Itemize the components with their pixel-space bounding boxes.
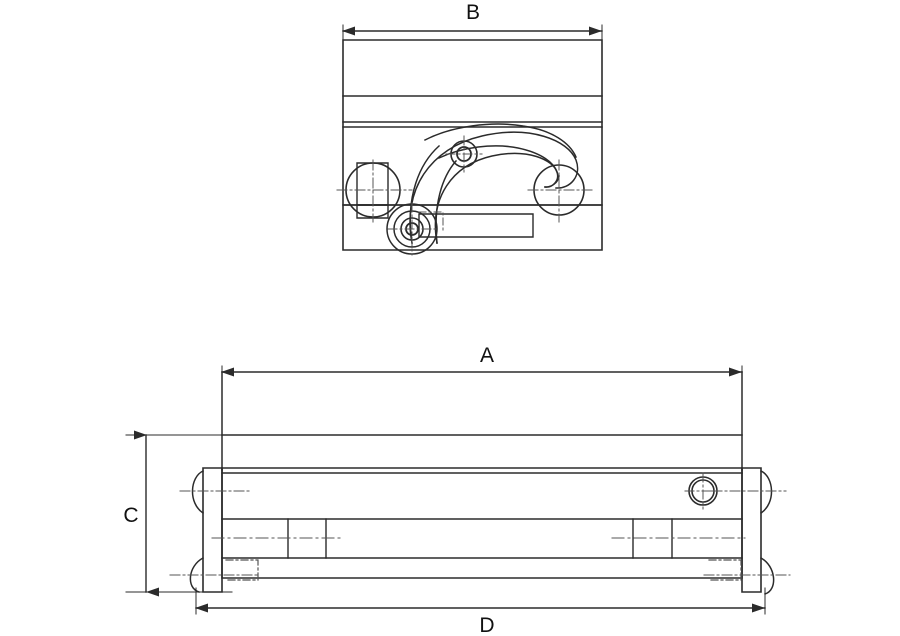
top-view-slot	[418, 211, 534, 238]
dimension-A	[221, 365, 743, 471]
hook-top-inner	[437, 145, 558, 173]
dimension-label-B: B	[466, 1, 480, 24]
front-view-body	[221, 467, 743, 579]
front-view-left-end-plate[interactable]	[189, 467, 223, 593]
right-end-plate-rect	[741, 467, 762, 593]
left-upper-roller	[191, 470, 205, 515]
top-view-pivot-boss	[386, 202, 439, 256]
hook-top-outer	[423, 123, 577, 158]
front-view-hidden-pockets	[225, 559, 742, 581]
top-view-lower-block	[342, 204, 603, 251]
left-lower-roller	[189, 556, 205, 593]
body-outline	[221, 467, 743, 579]
dimension-label-D: D	[479, 614, 494, 636]
slot-hidden-edge	[418, 211, 444, 233]
right-lower-roller	[759, 556, 775, 595]
hook-outer-edge	[409, 131, 579, 244]
left-end-plate-rect	[202, 467, 223, 593]
right-upper-roller	[759, 470, 773, 515]
dimension-B	[342, 24, 603, 41]
dimension-D	[195, 587, 766, 615]
dimension-label-C: C	[123, 504, 138, 527]
hook-inner-edge	[434, 152, 559, 244]
top-view-group	[336, 24, 603, 256]
top-view-hook-arm	[409, 123, 579, 244]
slot-rect	[418, 213, 534, 238]
dimension-C	[125, 430, 233, 597]
front-view-group	[125, 365, 791, 615]
left-hidden-pocket	[225, 559, 259, 581]
front-view-centerlines	[169, 490, 791, 576]
front-view-upper-plate	[221, 371, 743, 471]
top-view-body	[342, 39, 603, 206]
right-hidden-pocket	[708, 559, 742, 581]
dimension-label-A: A	[480, 344, 494, 367]
top-view-bolt-hole	[445, 135, 483, 173]
